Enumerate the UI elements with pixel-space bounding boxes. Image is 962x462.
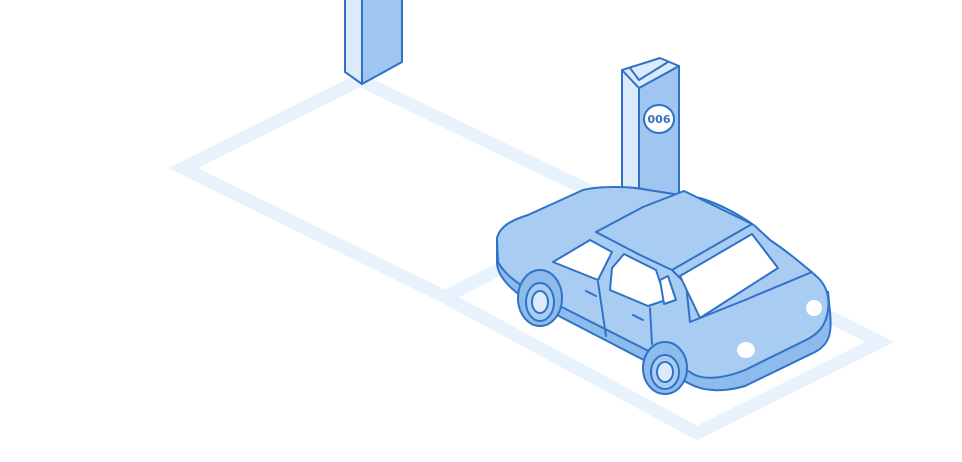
car-wheel-front: [642, 341, 688, 395]
post-right-cap-inner: [629, 61, 669, 81]
spot-number-badge: [643, 104, 675, 134]
post-top-right-face: [361, 0, 403, 85]
car: [496, 186, 832, 395]
headlight-right-icon: [806, 300, 822, 316]
car-door-line-2: [649, 307, 653, 345]
post-top-left-face: [344, 0, 363, 85]
car-door-line-1: [597, 281, 607, 337]
spot-number-label: 006: [648, 113, 671, 126]
car-window-rear: [552, 239, 613, 281]
car-wheel-rear: [517, 269, 563, 327]
car-roof: [595, 190, 753, 271]
parking-post-right: 006: [621, 57, 680, 201]
car-windshield: [679, 233, 779, 319]
car-window-quarter: [659, 275, 677, 305]
car-door-handle-front: [632, 314, 644, 321]
car-door-handle-rear: [585, 290, 597, 297]
post-right-left-face: [621, 69, 640, 201]
parking-line-top: [357, 74, 603, 202]
parking-post-top: [344, 0, 403, 85]
headlight-left-icon: [737, 342, 755, 358]
